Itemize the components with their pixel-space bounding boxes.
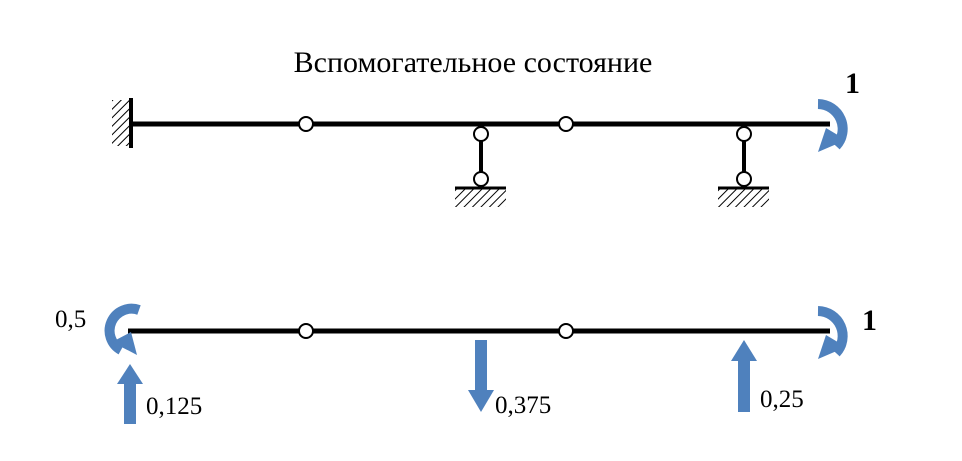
middle-reaction-label: 0,375 (495, 392, 551, 419)
right-moment-label: 1 (862, 304, 877, 337)
left-reaction-label: 0,125 (146, 393, 202, 420)
top-hinge-left (298, 116, 314, 132)
hinged-rod-support-2 (718, 126, 769, 207)
left-reaction-arrow-icon (117, 364, 143, 424)
top-scheme: 1 (112, 67, 860, 207)
applied-moment-arrow-icon (817, 99, 848, 152)
diagram-title: Вспомогательное состояние (294, 46, 653, 79)
fixed-support (112, 98, 133, 148)
applied-moment-label: 1 (845, 67, 860, 100)
bottom-hinge-left (298, 323, 314, 339)
top-hinge-right (558, 116, 574, 132)
bottom-hinge-right (558, 323, 574, 339)
left-moment-arrow-icon (104, 303, 141, 355)
right-moment-arrow-icon (817, 306, 848, 359)
right-reaction-label: 0,25 (760, 386, 804, 413)
right-reaction-arrow-icon (731, 340, 757, 412)
hinged-rod-support-1 (455, 126, 506, 207)
middle-reaction-arrow-icon (468, 340, 494, 412)
bottom-scheme: 1 0,5 0,125 0,375 0,25 (55, 303, 877, 424)
left-moment-label: 0,5 (55, 306, 86, 333)
